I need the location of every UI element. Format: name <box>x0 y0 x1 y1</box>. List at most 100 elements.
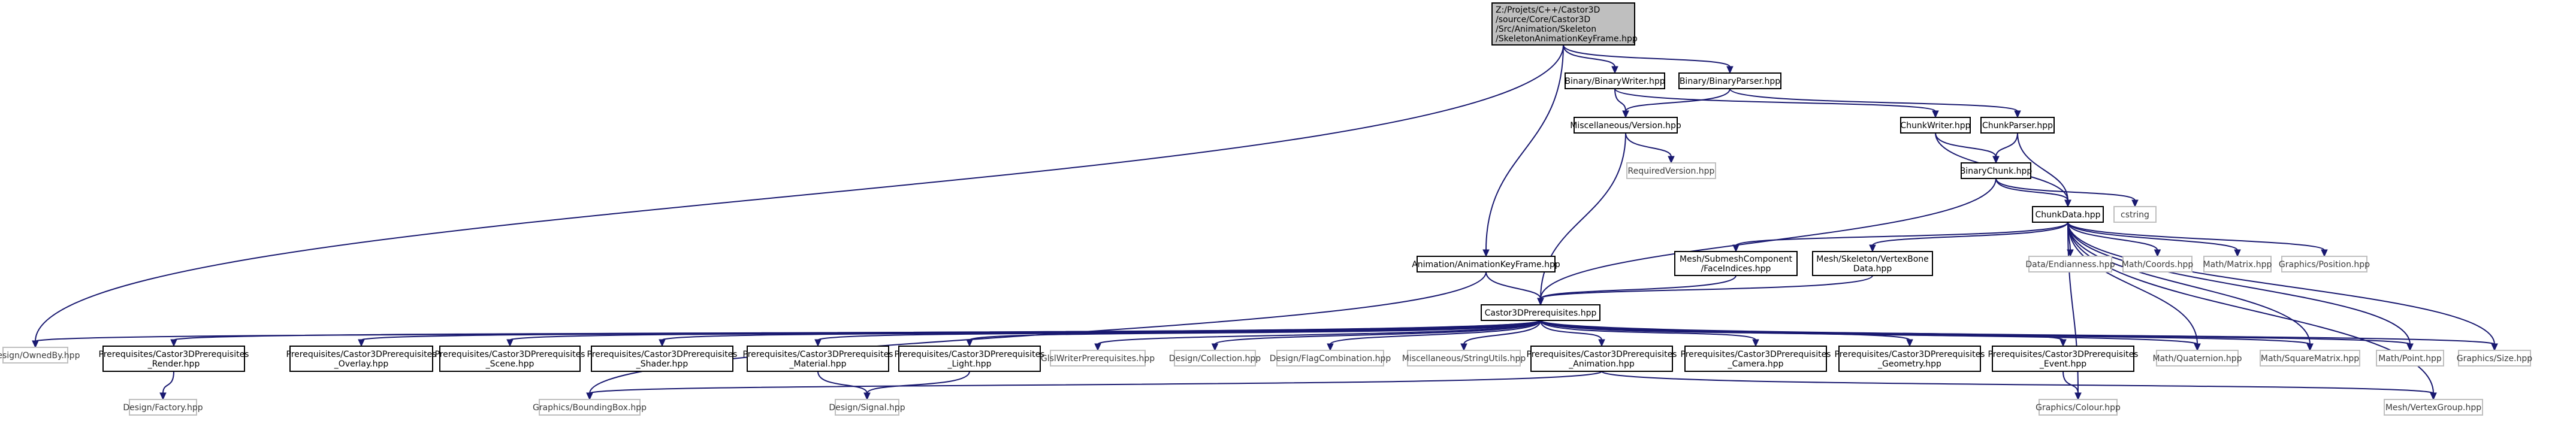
node-prereq[interactable]: Castor3DPrerequisites.hpp <box>1481 304 1600 321</box>
arrowhead-prereq-to-overlay <box>358 339 365 347</box>
edge-faceidx-to-prereq <box>1540 275 1737 299</box>
node-label-root-2: /Src/Animation/Skeleton <box>1496 25 1596 34</box>
node-label-light-1: _Light.hpp <box>947 359 991 369</box>
arrowhead-version-to-reqversion <box>1668 156 1675 164</box>
edge-binchunk-to-prereq <box>1540 178 1997 299</box>
node-bbox: Graphics/BoundingBox.hpp <box>533 399 647 416</box>
node-box-binchunk <box>1961 162 2031 179</box>
node-signal: Design/Signal.hpp <box>829 399 905 416</box>
node-event[interactable]: Prerequisites/Castor3DPrerequisites_Even… <box>1988 346 2139 372</box>
arrowhead-chunkdata-to-coords <box>2154 249 2161 258</box>
node-label-binwriter-0: Binary/BinaryWriter.hpp <box>1565 77 1665 86</box>
node-label-point-0: Math/Point.hpp <box>2378 354 2442 364</box>
node-render[interactable]: Prerequisites/Castor3DPrerequisites_Rend… <box>99 346 249 372</box>
node-cstring: cstring <box>2113 206 2157 223</box>
node-material[interactable]: Prerequisites/Castor3DPrerequisites_Mate… <box>743 346 893 372</box>
edge-prereq-to-material <box>817 320 1541 341</box>
node-faceidx[interactable]: Mesh/SubmeshComponent/FaceIndices.hpp <box>1674 251 1798 276</box>
node-chunkwriter[interactable]: ChunkWriter.hpp <box>1900 117 1971 134</box>
node-chunkdata[interactable]: ChunkData.hpp <box>2032 206 2104 223</box>
node-box-geometry <box>1838 346 1981 372</box>
node-geometry[interactable]: Prerequisites/Castor3DPrerequisites_Geom… <box>1835 346 1985 372</box>
node-label-camera-0: Prerequisites/Castor3DPrerequisites <box>1681 350 1831 359</box>
node-label-root-0: Z:/Projets/C++/Castor3D <box>1496 5 1600 15</box>
edge-version-to-reqversion <box>1625 132 1672 158</box>
arrowhead-root-to-binwriter <box>1611 66 1618 74</box>
edge-chunkwriter-to-binchunk <box>1935 132 1997 158</box>
node-box-chunkwriter <box>1900 117 1971 134</box>
node-label-scene-0: Prerequisites/Castor3DPrerequisites <box>435 350 585 359</box>
edge-binparser-to-version <box>1625 88 1731 112</box>
edge-prereq-to-flagcomb <box>1330 320 1541 345</box>
node-binchunk[interactable]: BinaryChunk.hpp <box>1960 162 2033 179</box>
arrowhead-prereq-to-point <box>2406 343 2414 352</box>
edge-chunkdata-to-quat <box>2067 222 2198 345</box>
arrowhead-event-to-colour <box>2074 392 2082 401</box>
node-label-material-1: _Material.hpp <box>789 359 847 369</box>
node-label-chunkparser-0: ChunkParser.hpp <box>1982 121 2053 131</box>
edge-prereq-to-strutils <box>1463 320 1541 345</box>
node-overlay[interactable]: Prerequisites/Castor3DPrerequisites_Over… <box>286 346 437 372</box>
node-label-flagcomb-0: Design/FlagCombination.hpp <box>1270 354 1391 364</box>
node-label-render-1: _Render.hpp <box>147 359 200 369</box>
node-light[interactable]: Prerequisites/Castor3DPrerequisites_Ligh… <box>895 346 1045 372</box>
node-label-chunkdata-0: ChunkData.hpp <box>2035 210 2100 220</box>
node-chunkparser[interactable]: ChunkParser.hpp <box>1980 117 2055 134</box>
node-label-size-0: Graphics/Size.hpp <box>2457 354 2532 364</box>
node-label-event-1: _Event.hpp <box>2039 359 2086 369</box>
arrowhead-render-to-factory <box>159 392 167 401</box>
node-label-position-0: Graphics/Position.hpp <box>2279 260 2370 269</box>
node-version[interactable]: Miscellaneous/Version.hpp <box>1570 117 1681 134</box>
node-collection: Design/Collection.hpp <box>1169 350 1261 367</box>
node-box-matrix <box>2203 256 2272 272</box>
arrowhead-binparser-to-version <box>1622 110 1629 119</box>
node-box-ownedby <box>2 347 68 364</box>
node-label-camera-1: _Camera.hpp <box>1727 359 1783 369</box>
node-label-chunkwriter-0: ChunkWriter.hpp <box>1900 121 1970 131</box>
arrowhead-prereq-to-geometry <box>1906 339 1913 347</box>
node-label-collection-0: Design/Collection.hpp <box>1169 354 1261 364</box>
node-box-glsl <box>1050 350 1146 367</box>
node-label-prereq-0: Castor3DPrerequisites.hpp <box>1485 308 1597 318</box>
dependency-edges <box>32 44 2498 401</box>
edge-root-to-binparser <box>1563 44 1731 68</box>
edge-prereq-to-light <box>969 320 1541 341</box>
node-animkf[interactable]: Animation/AnimationKeyFrame.hpp <box>1412 256 1560 272</box>
node-box-shader <box>591 346 733 372</box>
node-label-render-0: Prerequisites/Castor3DPrerequisites <box>99 350 249 359</box>
node-box-animkf <box>1417 256 1556 272</box>
node-label-geometry-1: _Geometry.hpp <box>1877 359 1941 369</box>
arrowhead-prereq-to-strutils <box>1460 343 1467 352</box>
arrowhead-prereq-to-size <box>2491 343 2498 352</box>
edge-binwriter-to-chunkwriter <box>1614 88 1936 112</box>
node-box-strutils <box>1407 350 1521 367</box>
arrowhead-prereq-to-ownedby <box>32 340 39 349</box>
node-binparser[interactable]: Binary/BinaryParser.hpp <box>1678 72 1781 89</box>
node-label-scene-1: _Scene.hpp <box>485 359 534 369</box>
node-animation[interactable]: Prerequisites/Castor3DPrerequisites_Anim… <box>1527 346 1677 372</box>
node-root[interactable]: Z:/Projets/C++/Castor3D/source/Core/Cast… <box>1491 2 1638 46</box>
node-box-chunkparser <box>1980 117 2055 134</box>
node-label-root-3: /SkeletonAnimationKeyFrame.hpp <box>1496 34 1638 44</box>
node-label-light-0: Prerequisites/Castor3DPrerequisites <box>895 350 1045 359</box>
node-scene[interactable]: Prerequisites/Castor3DPrerequisites_Scen… <box>435 346 585 372</box>
node-label-geometry-0: Prerequisites/Castor3DPrerequisites <box>1835 350 1985 359</box>
edge-chunkparser-to-binchunk <box>1995 132 2018 158</box>
arrowhead-vtxbone-to-prereq <box>1537 298 1544 306</box>
node-label-bbox-0: Graphics/BoundingBox.hpp <box>533 403 647 413</box>
arrowhead-binchunk-to-cstring <box>2131 199 2139 208</box>
node-box-prereq <box>1481 304 1600 321</box>
node-binwriter[interactable]: Binary/BinaryWriter.hpp <box>1565 72 1665 89</box>
node-coords: Math/Coords.hpp <box>2122 256 2193 272</box>
node-shader[interactable]: Prerequisites/Castor3DPrerequisites_Shad… <box>587 346 738 372</box>
edge-binwriter-to-version <box>1614 88 1626 112</box>
node-label-version-0: Miscellaneous/Version.hpp <box>1570 121 1681 131</box>
arrowhead-chunkdata-to-faceidx <box>1732 244 1740 253</box>
node-box-endian <box>2028 256 2112 272</box>
node-label-animation-0: Prerequisites/Castor3DPrerequisites <box>1527 350 1677 359</box>
edge-animation-to-bbox <box>589 371 1602 394</box>
node-label-animkf-0: Animation/AnimationKeyFrame.hpp <box>1412 260 1560 269</box>
node-camera[interactable]: Prerequisites/Castor3DPrerequisites_Came… <box>1681 346 1831 372</box>
